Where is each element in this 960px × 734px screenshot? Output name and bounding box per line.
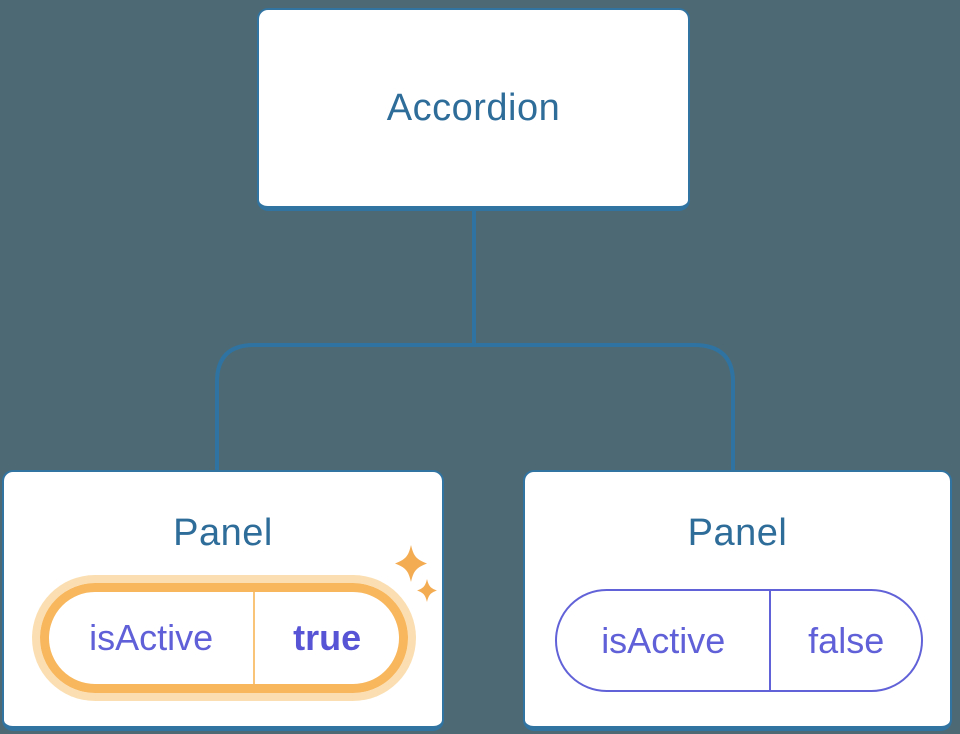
accordion-node: Accordion: [257, 8, 690, 211]
state-pill-plain: isActive false: [555, 589, 923, 692]
state-name: isActive: [601, 619, 726, 661]
accordion-node-label: Accordion: [386, 86, 561, 129]
pill-divider: [253, 592, 256, 684]
panel-node-inactive: Panel isActive false: [523, 470, 952, 731]
panel-node-label: Panel: [173, 512, 273, 554]
state-value: false: [808, 619, 885, 661]
state-name: isActive: [89, 617, 214, 658]
pill-divider: [769, 591, 772, 690]
panel-node-label: Panel: [687, 512, 788, 554]
state-value: true: [293, 617, 362, 658]
state-pill-highlighted: isActive true: [40, 583, 408, 693]
panel-node-active: Panel isActive true: [2, 470, 444, 731]
sparkles-icon: [395, 545, 437, 602]
